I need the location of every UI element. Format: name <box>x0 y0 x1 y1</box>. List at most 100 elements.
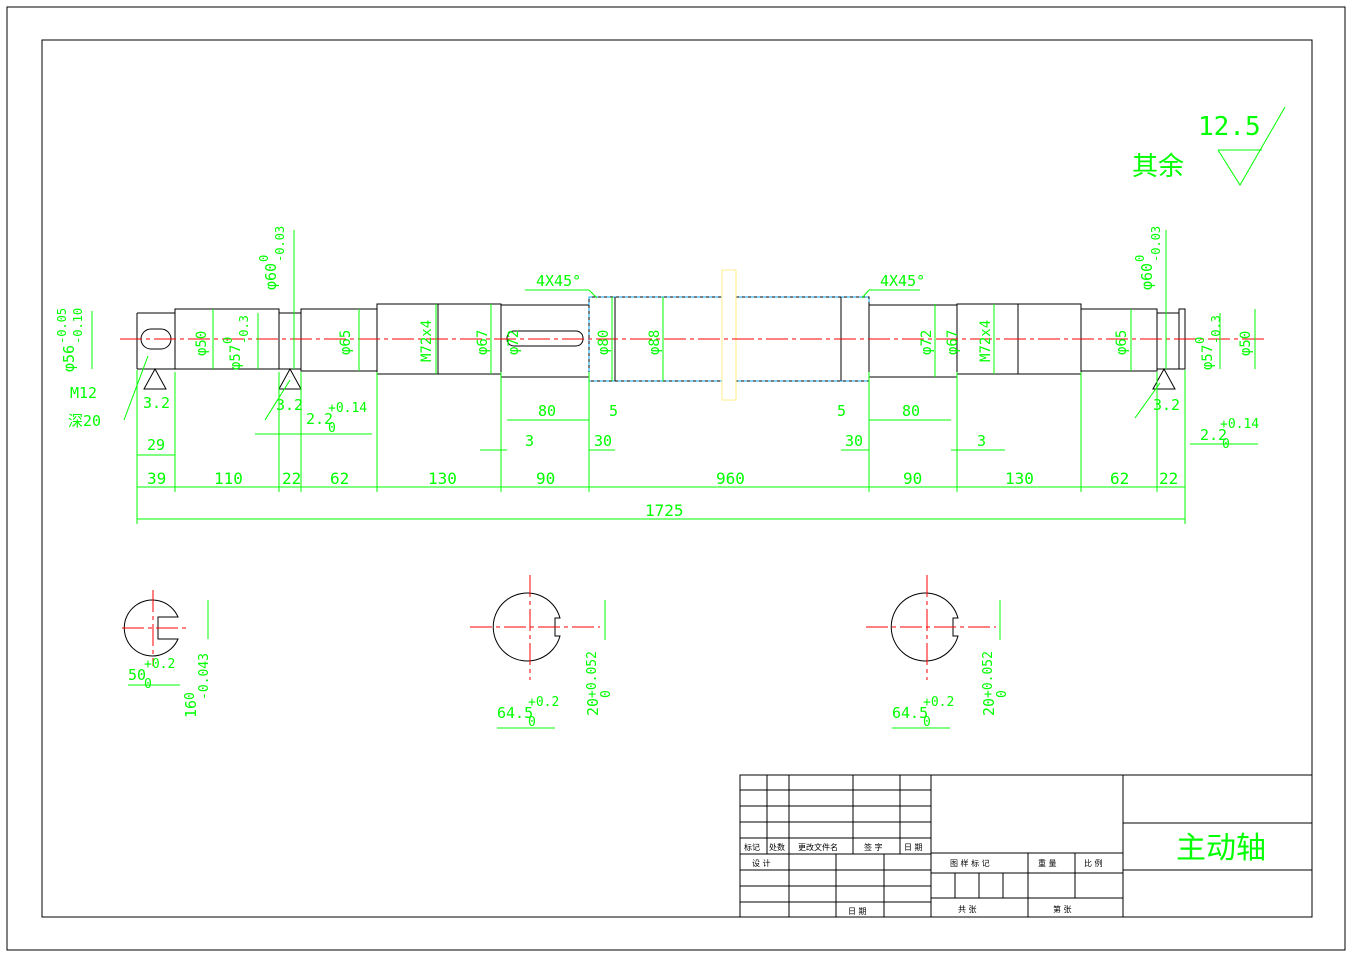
svg-text:0: 0 <box>1133 255 1147 262</box>
groove-left-label: 2.2 <box>306 410 333 428</box>
groove-right-label: 2.2 <box>1200 426 1227 444</box>
svg-text:+0.2: +0.2 <box>528 695 559 710</box>
svg-text:-0.03: -0.03 <box>1149 226 1163 262</box>
dim-5-right: 5 <box>837 402 846 420</box>
stage-label: 图 样 标 记 <box>950 858 990 868</box>
date-label: 日 期 <box>848 907 867 916</box>
svg-text:0: 0 <box>183 692 198 700</box>
svg-text:-0.3: -0.3 <box>1209 315 1223 344</box>
thread-right-label: M72x4 <box>978 320 994 362</box>
seg-dim-9: 130 <box>1005 469 1034 488</box>
section-view-2: 64.5 +0.2 0 20 +0.052 0 <box>470 575 614 730</box>
roughness-label: 其余 <box>1132 152 1184 182</box>
svg-text:0: 0 <box>995 690 1010 698</box>
svg-text:+0.2: +0.2 <box>144 657 175 672</box>
sec2-dia: 64.5 <box>497 704 533 722</box>
svg-text:+0.052: +0.052 <box>981 651 996 698</box>
thread-depth-label: 深20 <box>68 412 101 430</box>
svg-text:+0.14: +0.14 <box>1220 417 1259 432</box>
design-label: 设 计 <box>752 858 771 868</box>
dia67-right-label: φ67 <box>945 330 961 355</box>
svg-text:-0.043: -0.043 <box>197 653 212 700</box>
dia60-right-label: φ60 <box>1138 263 1156 290</box>
seg-dim-3: 22 <box>282 469 301 488</box>
dim-30-right: 30 <box>845 432 863 450</box>
thread-left-label: M72x4 <box>419 320 435 362</box>
dim-30-left: 30 <box>594 432 612 450</box>
dia50-right-label: φ50 <box>1238 331 1254 356</box>
roughness-mid-value: 3.2 <box>276 396 303 414</box>
svg-text:0: 0 <box>221 337 235 344</box>
dia72-left-label: φ72 <box>506 330 522 355</box>
dia57-right-label: φ57 <box>1200 345 1216 370</box>
svg-text:-0.05: -0.05 <box>55 308 69 344</box>
rev-header-sign: 签 字 <box>864 842 883 852</box>
sheet-number-label: 第 张 <box>1053 904 1072 914</box>
roughness-right-value: 3.2 <box>1153 396 1180 414</box>
roughness-value: 12.5 <box>1198 112 1261 142</box>
section-view-3: 64.5 +0.2 0 20 +0.052 0 <box>866 575 1010 730</box>
rev-header-file: 更改文件名 <box>798 842 838 852</box>
dia50-label: φ50 <box>194 331 210 356</box>
sec3-key: 20 <box>980 698 998 716</box>
sec2-key: 20 <box>584 698 602 716</box>
seg-dim-8: 90 <box>903 469 922 488</box>
rev-header-date: 日 期 <box>904 843 923 852</box>
seg-dim-1: 39 <box>147 469 166 488</box>
seg-dim-2: 110 <box>214 469 243 488</box>
dia57-left-label: φ57 <box>228 345 244 370</box>
part-name: 主动轴 <box>1176 831 1266 866</box>
svg-text:+0.052: +0.052 <box>585 651 600 698</box>
dia56-label: φ56 <box>60 345 78 372</box>
inner-frame <box>41 39 1313 918</box>
svg-text:0: 0 <box>328 421 336 436</box>
seg-dim-10: 62 <box>1110 469 1129 488</box>
outer-frame <box>6 6 1346 951</box>
weight-label: 重 量 <box>1038 858 1057 868</box>
svg-text:-0.03: -0.03 <box>273 226 287 262</box>
dim-3-left: 3 <box>525 432 534 450</box>
local-dimension-lines: 29 80 5 3 30 5 80 30 3 <box>137 402 1005 456</box>
dim-80-right: 80 <box>902 402 920 420</box>
rev-header-count: 处数 <box>769 842 785 852</box>
sec3-dia: 64.5 <box>892 704 928 722</box>
rev-header-mark: 标记 <box>744 842 760 852</box>
roughness-left-value: 3.2 <box>143 394 170 412</box>
svg-text:0: 0 <box>144 677 152 692</box>
dia65-left-label: φ65 <box>338 330 354 355</box>
roughness-symbol: 12.5 其余 <box>1132 106 1286 186</box>
svg-text:0: 0 <box>599 690 614 698</box>
thread-m12-label: M12 <box>70 384 97 402</box>
section-view-1: 50 +0.2 0 16 0 -0.043 <box>122 590 212 718</box>
svg-text:+0.14: +0.14 <box>328 401 367 416</box>
svg-text:0: 0 <box>528 715 536 730</box>
svg-text:0: 0 <box>1222 437 1230 452</box>
svg-text:-0.10: -0.10 <box>71 308 85 344</box>
svg-text:0: 0 <box>1193 337 1207 344</box>
seg-dim-5: 130 <box>428 469 457 488</box>
svg-text:-0.3: -0.3 <box>237 315 251 344</box>
segment-dimensions: 39 110 22 62 130 90 960 90 130 62 22 172… <box>136 370 1186 524</box>
local-annotations: M12 深20 3.2 3.2 3.2 2.2 +0.14 0 2.2 +0.1… <box>68 355 1259 452</box>
dim-3-right: 3 <box>977 432 986 450</box>
total-sheets-label: 共 张 <box>958 905 977 914</box>
seg-dim-4: 62 <box>330 469 349 488</box>
diameter-dimensions: φ56 -0.05 -0.10 φ60 0 -0.03 φ60 0 -0.03 … <box>55 226 1256 381</box>
total-length: 1725 <box>645 501 684 520</box>
chamfer-labels: 4X45° 4X45° <box>525 272 925 299</box>
sec1-key: 16 <box>182 700 200 718</box>
sec1-dia: 50 <box>128 666 146 684</box>
dia67-left-label: φ67 <box>475 330 491 355</box>
dim-5-left: 5 <box>609 402 618 420</box>
chamfer-right: 4X45° <box>880 272 925 290</box>
seg-dim-11: 22 <box>1159 469 1178 488</box>
dia65-right-label: φ65 <box>1114 330 1130 355</box>
chamfer-left: 4X45° <box>536 272 581 290</box>
dim-80-left: 80 <box>538 402 556 420</box>
dim-29: 29 <box>147 436 165 454</box>
svg-text:+0.2: +0.2 <box>923 695 954 710</box>
seg-dim-6: 90 <box>536 469 555 488</box>
dia72-right-label: φ72 <box>919 330 935 355</box>
scale-label: 比 例 <box>1084 858 1103 868</box>
